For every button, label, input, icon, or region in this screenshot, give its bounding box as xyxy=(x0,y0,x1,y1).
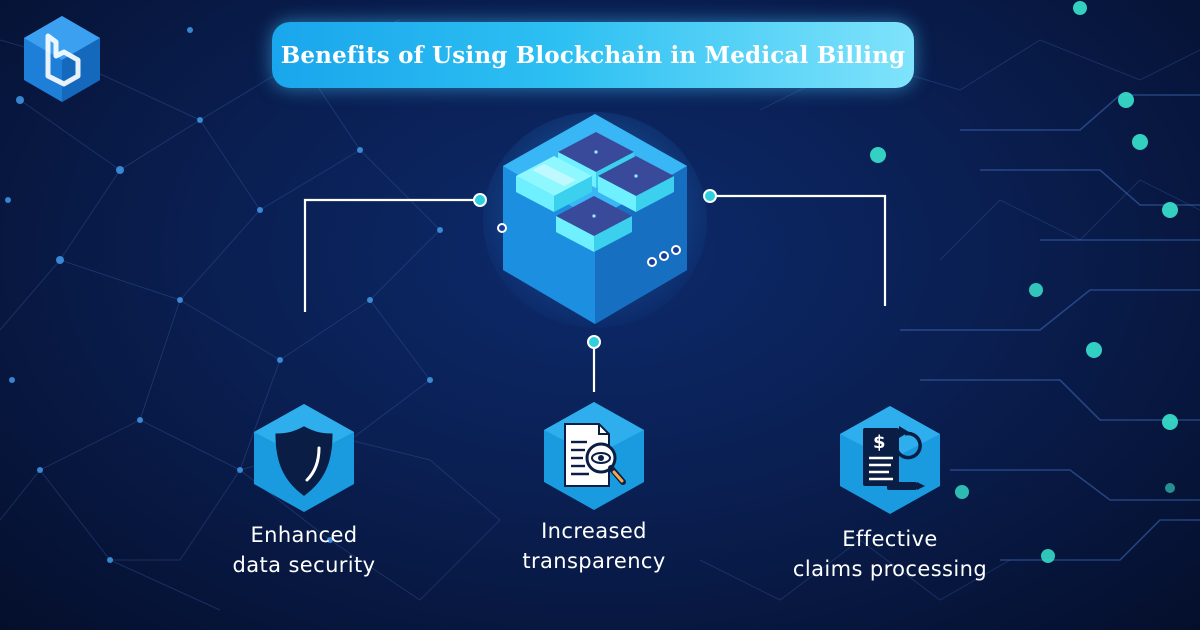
benefit-item-transparency: Increased transparency xyxy=(474,400,714,576)
dollar-invoice-refresh-pen-icon: $ xyxy=(840,406,940,514)
benefit-item-data-security: Enhanced data security xyxy=(184,402,424,580)
title-banner: Benefits of Using Blockchain in Medical … xyxy=(272,22,914,88)
shield-icon xyxy=(254,404,354,512)
benefit-item-claims-processing: $ Effective claims processing xyxy=(770,404,1010,584)
benefit-label: Enhanced data security xyxy=(232,523,376,577)
page-title: Benefits of Using Blockchain in Medical … xyxy=(280,41,906,69)
benefit-label: Effective claims processing xyxy=(792,527,988,581)
company-logo-icon[interactable] xyxy=(22,14,102,104)
document-magnifier-eye-icon xyxy=(544,402,644,510)
benefit-label: Increased transparency xyxy=(522,519,666,573)
blockchain-hub-icon xyxy=(483,112,707,328)
svg-text:$: $ xyxy=(873,432,886,453)
